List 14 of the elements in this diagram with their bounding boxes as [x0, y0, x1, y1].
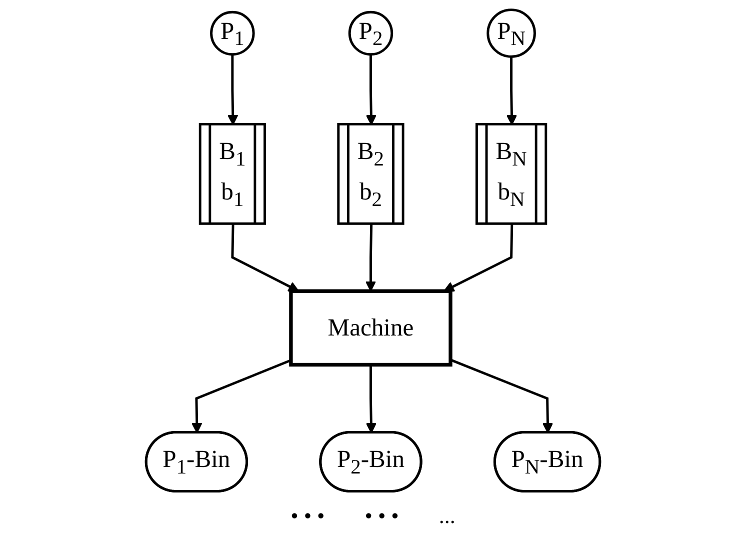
- arrow: [366, 364, 377, 434]
- ellipsis-label: • • •: [290, 503, 325, 529]
- arrow: [231, 224, 300, 292]
- node-circle: P$_{N}$: [486, 8, 536, 58]
- arrow: [227, 54, 238, 126]
- arrow: [506, 56, 518, 126]
- ellipsis-label: • • •: [364, 503, 399, 529]
- node-box: Machine: [289, 289, 452, 367]
- arrow: [444, 224, 514, 292]
- arrow: [366, 54, 377, 126]
- arrow: [365, 224, 376, 292]
- node-circle: P$_{2}$: [348, 10, 394, 56]
- ellipsis-label: ...: [438, 503, 456, 529]
- node-circle: P$_{1}$: [210, 10, 255, 56]
